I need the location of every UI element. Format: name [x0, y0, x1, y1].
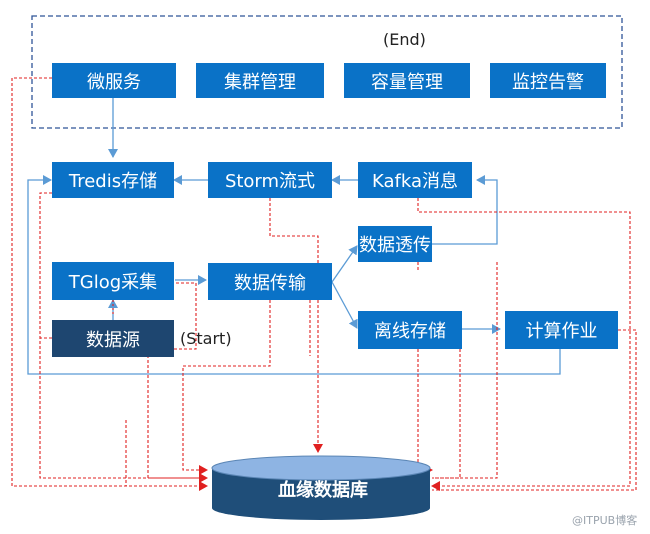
- start-label: (Start): [180, 329, 232, 348]
- lineage-kafka: [417, 198, 631, 491]
- node-offline-storage[interactable]: 离线存储: [358, 311, 462, 349]
- lineage-transfer: [182, 300, 271, 475]
- lineage-offline: [417, 349, 433, 475]
- node-data-passthrough[interactable]: 数据透传: [358, 226, 432, 262]
- node-storm-streaming[interactable]: Storm流式: [208, 162, 332, 198]
- lineage-microservice: [11, 77, 208, 491]
- node-capacity-management[interactable]: 容量管理: [344, 63, 470, 98]
- lineage-offline-b: [432, 349, 461, 479]
- edge-transfer-passthrough: [331, 245, 358, 283]
- node-kafka-message[interactable]: Kafka消息: [358, 162, 472, 198]
- node-data-transfer[interactable]: 数据传输: [208, 263, 332, 300]
- lineage-tglog: [147, 282, 207, 479]
- edge-transfer-offline: [331, 281, 358, 329]
- node-data-source[interactable]: 数据源: [52, 320, 174, 357]
- lineage-tredis: [39, 192, 208, 483]
- node-monitor-alert[interactable]: 监控告警: [490, 63, 606, 98]
- lineage-db-label[interactable]: 血缘数据库: [278, 480, 368, 501]
- node-microservice[interactable]: 微服务: [52, 63, 176, 98]
- end-label: (End): [383, 30, 426, 49]
- lineage-storm: [269, 198, 323, 453]
- edge-compute-tredis: [27, 175, 561, 375]
- lineage-db-cylinder: [211, 455, 431, 520]
- watermark: @ITPUB博客: [572, 514, 638, 527]
- lineage-right-edge: [432, 262, 498, 479]
- end-group-border: [31, 15, 623, 129]
- node-cluster-management[interactable]: 集群管理: [196, 63, 324, 98]
- lineage-compute: [432, 329, 637, 491]
- node-tredis-storage[interactable]: Tredis存储: [52, 162, 174, 198]
- node-compute-job[interactable]: 计算作业: [505, 311, 618, 349]
- node-tglog-collection[interactable]: TGlog采集: [52, 262, 174, 300]
